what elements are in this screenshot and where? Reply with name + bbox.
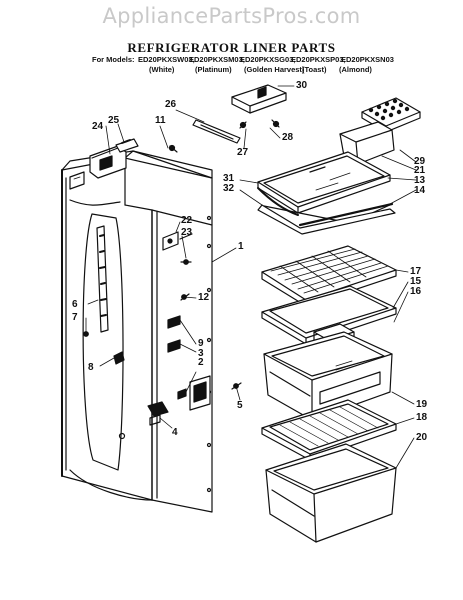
part-number: 3 [198,348,204,359]
part-number: 25 [108,115,120,126]
part-number: 11 [155,115,166,126]
part-number: 4 [172,427,178,438]
part-number: 13 [414,175,426,186]
screw-23 [180,259,192,265]
model-color: (Toast) [302,65,327,74]
page-title: REFRIGERATOR LINER PARTS [127,40,336,55]
crisper-drawer-lower [265,443,397,543]
bracket [231,84,287,128]
liner-shell [61,150,213,513]
part-number: 20 [416,432,428,443]
part-number: 15 [410,276,422,287]
crisper-drawer-upper [263,331,393,421]
part-number: 27 [237,147,249,158]
watermark: AppliancePartsPros.com [102,4,361,28]
part-number: 6 [72,299,78,310]
light-rail [192,119,247,144]
dairy-bin [339,121,395,165]
part-number: 21 [414,165,426,176]
model-color: (Platinum) [195,65,232,74]
model-code: ED20PKXSM03, [189,55,245,64]
part-number: 23 [181,227,193,238]
egg-tray [361,97,421,133]
model-color: (Almond) [339,65,372,74]
part-number: 17 [410,266,422,277]
part-number: 29 [414,156,426,167]
models-label: For Models: [92,55,135,64]
model-color: (Golden Harvest) [244,65,305,74]
part-number: 26 [165,99,177,110]
shelf-rail [96,225,109,333]
clip-8 [113,351,125,365]
model-code: ED20PKXSG03, [240,55,296,64]
part-number: 14 [414,185,426,196]
screw [168,144,178,153]
part-number: 24 [92,121,104,132]
crisper-cover-lower [261,399,397,461]
part-number: 12 [198,292,210,303]
part-number: 31 [223,173,235,184]
part-number: 19 [416,399,428,410]
part-number: 7 [72,312,78,323]
part-number: 5 [237,400,243,411]
light-socket-4 [147,401,169,426]
part-number: 32 [223,183,235,194]
part-number: 16 [410,286,422,297]
model-code: ED20PKXSP03, [291,55,346,64]
model-color: (White) [149,65,175,74]
switch-bracket [177,375,211,411]
leader-lines [85,85,417,469]
part-number: 22 [181,215,193,226]
glass-shelf [257,151,396,235]
part-number: 9 [198,338,204,349]
part-number: 28 [282,132,294,143]
model-code: ED20PKXSN03 [341,55,394,64]
part-number: 2 [198,357,204,368]
model-code: ED20PKXSW03, [138,55,195,64]
part-number: 8 [88,362,94,373]
control-housing [89,138,139,179]
part-number: 30 [296,80,308,91]
part-number: 1 [238,241,244,252]
hinge-9 [167,315,181,353]
part-number: 18 [416,412,428,423]
